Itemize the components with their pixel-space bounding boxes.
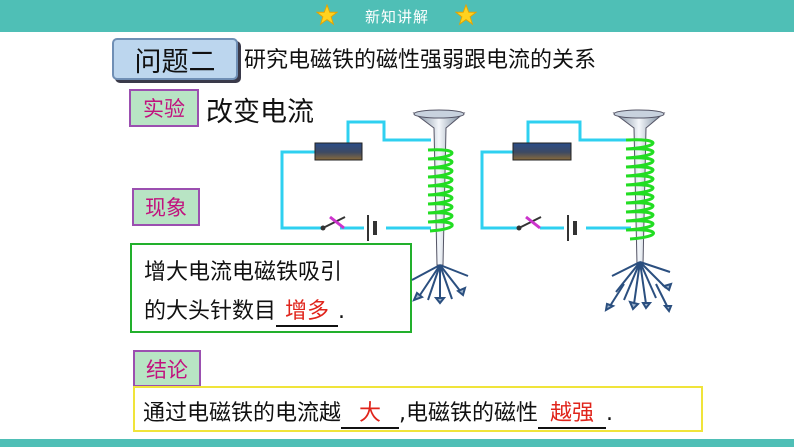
phenomenon-prefix: 的大头针数目 [144, 299, 277, 324]
phenomenon-line-2: 的大头针数目增多. [144, 293, 345, 327]
rheostat-icon [314, 142, 363, 161]
phenomenon-tag: 现象 [132, 188, 200, 226]
battery-icon [567, 215, 577, 241]
question-title: 研究电磁铁的磁性强弱跟电流的关系 [244, 48, 597, 73]
conclusion-sentence: 通过电磁铁的电流越大,电磁铁的磁性越强. [143, 395, 613, 429]
electromagnet-icon [412, 109, 466, 266]
conclusion-suffix: . [606, 401, 614, 426]
experiment-text: 改变电流 [206, 97, 314, 128]
conclusion-answer-1: 大 [341, 401, 400, 429]
phenomenon-answer: 增多 [276, 299, 339, 327]
pins-icon [604, 261, 673, 313]
rheostat-icon [512, 142, 572, 161]
conclusion-tag: 结论 [133, 350, 201, 387]
phenomenon-box: 增大电流电磁铁吸引 的大头针数目增多. [130, 243, 412, 333]
left-circuit [280, 109, 469, 305]
question-label: 问题二 [112, 38, 238, 80]
star-icon [455, 4, 477, 26]
battery-icon [367, 215, 377, 241]
conclusion-prefix: 通过电磁铁的电流越 [143, 401, 342, 426]
conclusion-box: 通过电磁铁的电流越大,电磁铁的磁性越强. [133, 386, 703, 432]
switch-icon [516, 215, 542, 231]
switch-icon [320, 215, 346, 231]
header-bar: 新知讲解 [0, 0, 794, 32]
header-title: 新知讲解 [364, 8, 429, 26]
electromagnet-icon [612, 109, 666, 266]
experiment-tag: 实验 [129, 89, 199, 127]
footer-bar [0, 439, 794, 447]
conclusion-answer-2: 越强 [538, 401, 607, 429]
phenomenon-suffix: . [338, 299, 346, 324]
pins-icon [411, 264, 469, 305]
right-circuit [480, 109, 673, 313]
phenomenon-line-1: 增大电流电磁铁吸引 [144, 260, 343, 285]
conclusion-middle: ,电磁铁的磁性 [399, 401, 539, 426]
star-icon [316, 4, 338, 26]
